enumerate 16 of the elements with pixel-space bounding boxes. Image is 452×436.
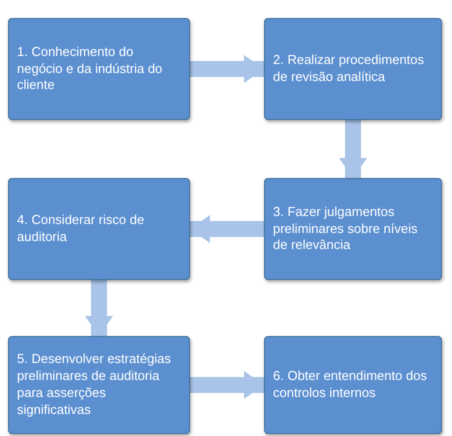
step-text: 4. Considerar risco de auditoria	[17, 212, 146, 246]
block-arrow	[190, 55, 264, 83]
step-text: 6. Obter entendimento dos controlos internos	[273, 368, 428, 402]
process-box	[264, 178, 442, 280]
step-text: 2. Realizar procedimentos de revisão analítica	[273, 52, 426, 86]
process-box	[8, 178, 190, 280]
step-text: 3. Fazer julgamentos preliminares sobre níveis de relevância	[273, 204, 419, 254]
process-box	[8, 336, 190, 434]
block-arrow	[339, 120, 367, 178]
process-box	[8, 18, 190, 120]
step-text: 5. Desenvolver estratégias preliminares de auditoria para asserções significativas	[17, 351, 172, 419]
process-box	[264, 18, 442, 120]
process-box	[264, 336, 442, 434]
step-text: 1. Conhecimento do negócio e da indústria do cliente	[17, 44, 164, 94]
block-arrow	[190, 215, 264, 243]
block-arrow	[85, 280, 113, 336]
